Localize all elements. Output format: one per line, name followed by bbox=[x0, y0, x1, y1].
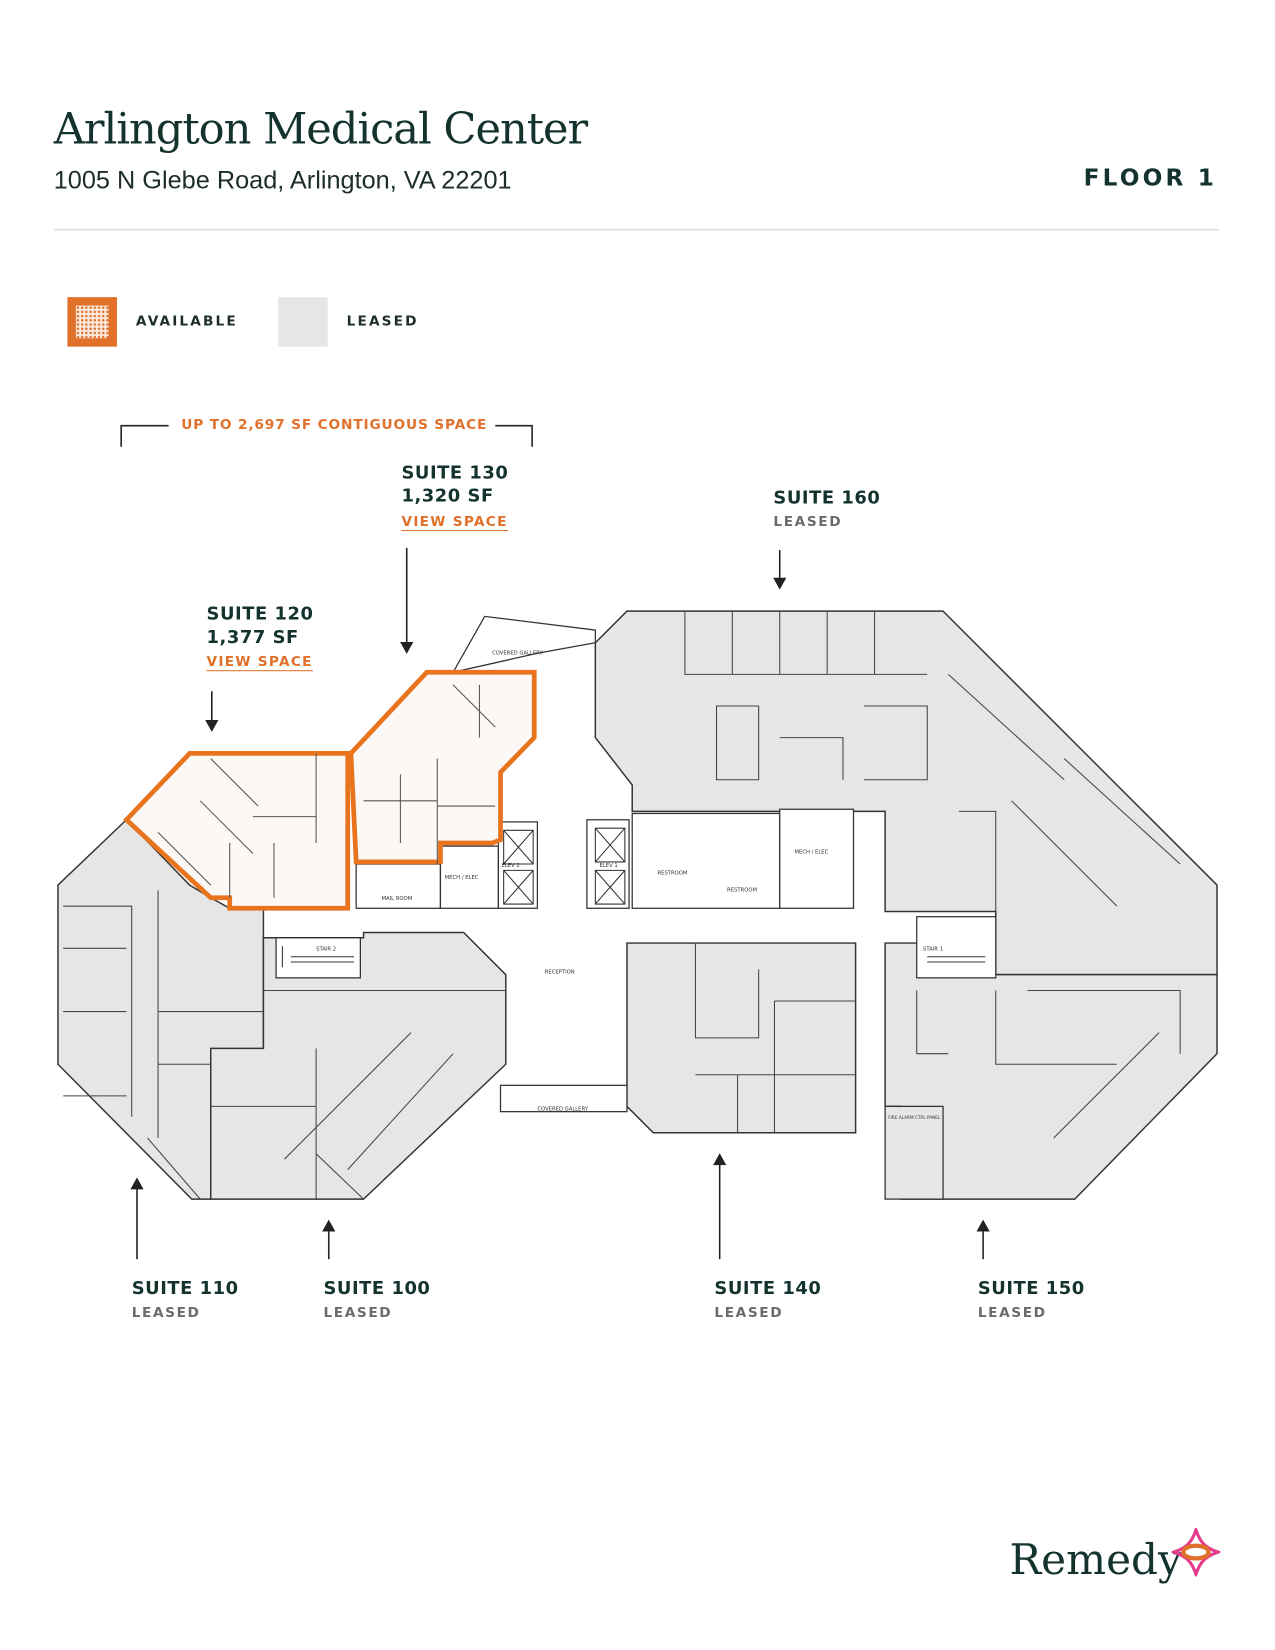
interior-walls bbox=[63, 611, 1181, 1200]
mech-elec-room-2 bbox=[779, 808, 855, 909]
divider bbox=[53, 228, 1220, 231]
suite-100-status: LEASED bbox=[323, 1305, 393, 1322]
label-mech-elec-2: MECH / ELEC bbox=[794, 849, 828, 855]
suite-130-name: SUITE 130 bbox=[401, 462, 509, 484]
label-mail-room: MAIL ROOM bbox=[381, 896, 412, 902]
page-title: Arlington Medical Center bbox=[53, 103, 588, 154]
fire-panel-room bbox=[884, 1105, 944, 1200]
suite-110-name: SUITE 110 bbox=[131, 1278, 239, 1300]
suite-120-view-space-link[interactable]: VIEW SPACE bbox=[206, 654, 313, 672]
suite-120-name: SUITE 120 bbox=[206, 603, 314, 625]
label-restroom-2: RESTROOM bbox=[727, 887, 757, 893]
suite-110-status: LEASED bbox=[131, 1305, 201, 1322]
suite-120-size: 1,377 SF bbox=[206, 626, 299, 649]
covered-gallery-top bbox=[451, 615, 596, 674]
mech-elec-room-1 bbox=[439, 845, 500, 909]
elevator-2 bbox=[497, 821, 539, 909]
label-covered-gallery-bottom: COVERED GALLERY bbox=[537, 1107, 588, 1113]
suite-120-area[interactable] bbox=[123, 751, 351, 911]
legend-available-swatch bbox=[67, 297, 117, 347]
remedy-logo: Remedy bbox=[1009, 1536, 1182, 1585]
covered-gallery-bottom bbox=[499, 1084, 628, 1113]
label-fire-panel: FIRE ALARM CTRL PANEL bbox=[888, 1115, 941, 1120]
restrooms bbox=[631, 812, 781, 909]
suite-160-area bbox=[594, 610, 1218, 976]
legend-available-label: AVAILABLE bbox=[135, 314, 238, 330]
label-mech-elec-1: MECH / ELEC bbox=[445, 875, 479, 881]
annotation-lines bbox=[120, 424, 990, 1260]
suite-150-name: SUITE 150 bbox=[977, 1278, 1085, 1300]
suite-100-area bbox=[210, 931, 507, 1200]
mail-room bbox=[355, 863, 442, 909]
suite-130-view-space-link[interactable]: VIEW SPACE bbox=[401, 514, 508, 532]
legend-leased-swatch bbox=[278, 297, 328, 347]
elevator-cars bbox=[281, 827, 986, 968]
suite-150-status: LEASED bbox=[977, 1305, 1047, 1322]
label-elev-1: ELEV 1 bbox=[600, 863, 618, 869]
label-stair-2: STAIR 2 bbox=[316, 946, 336, 952]
suite-160-name: SUITE 160 bbox=[773, 487, 881, 509]
stair-1 bbox=[916, 916, 997, 979]
contiguous-bracket bbox=[120, 424, 533, 447]
legend-leased-label: LEASED bbox=[346, 314, 419, 330]
contiguous-space-note: UP TO 2,697 SF CONTIGUOUS SPACE bbox=[172, 417, 496, 434]
plan-labels: COVERED GALLERY MAIL ROOM MECH / ELEC EL… bbox=[316, 650, 943, 1120]
available-suite-walls bbox=[157, 684, 496, 898]
floor-label: FLOOR 1 bbox=[1083, 165, 1218, 192]
label-stair-1: STAIR 1 bbox=[923, 946, 943, 952]
label-covered-gallery-top: COVERED GALLERY bbox=[492, 650, 543, 656]
suite-140-name: SUITE 140 bbox=[714, 1278, 822, 1300]
address: 1005 N Glebe Road, Arlington, VA 22201 bbox=[53, 166, 512, 195]
label-restroom-1: RESTROOM bbox=[658, 871, 688, 877]
suite-130-size: 1,320 SF bbox=[401, 485, 494, 507]
label-elev-2: ELEV 2 bbox=[502, 863, 520, 869]
label-reception: RECEPTION bbox=[545, 970, 575, 976]
suite-100-name: SUITE 100 bbox=[323, 1278, 431, 1300]
remedy-logo-mark-icon bbox=[1171, 1527, 1221, 1577]
elevator-1 bbox=[586, 819, 630, 909]
stair-2 bbox=[275, 937, 361, 979]
suite-160-status: LEASED bbox=[773, 514, 843, 531]
suite-140-status: LEASED bbox=[714, 1305, 784, 1322]
